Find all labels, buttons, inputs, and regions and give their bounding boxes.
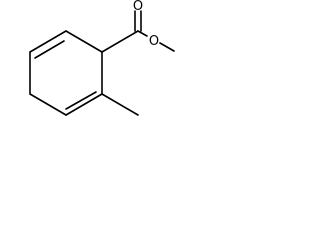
ring-bond-bottom-left <box>29 93 67 116</box>
ring-to-carbonyl-bond <box>101 30 139 53</box>
ring-bond-bottom-right-inner <box>65 91 97 110</box>
ester-oxygen-to-methyl-bond <box>159 42 175 52</box>
ring-bond-top-left-inner <box>34 40 65 59</box>
methyl-bond <box>101 93 139 116</box>
ring-bond-bottom-right <box>65 93 103 116</box>
structure-diagram: O O <box>29 0 175 116</box>
ring-bond-top-right <box>65 30 103 53</box>
ester-oxygen-label: O <box>149 34 159 49</box>
ring-bond-top-left <box>29 30 67 53</box>
carbonyl-to-ester-oxygen-bond <box>137 30 148 37</box>
carbonyl-oxygen-label: O <box>133 0 143 14</box>
